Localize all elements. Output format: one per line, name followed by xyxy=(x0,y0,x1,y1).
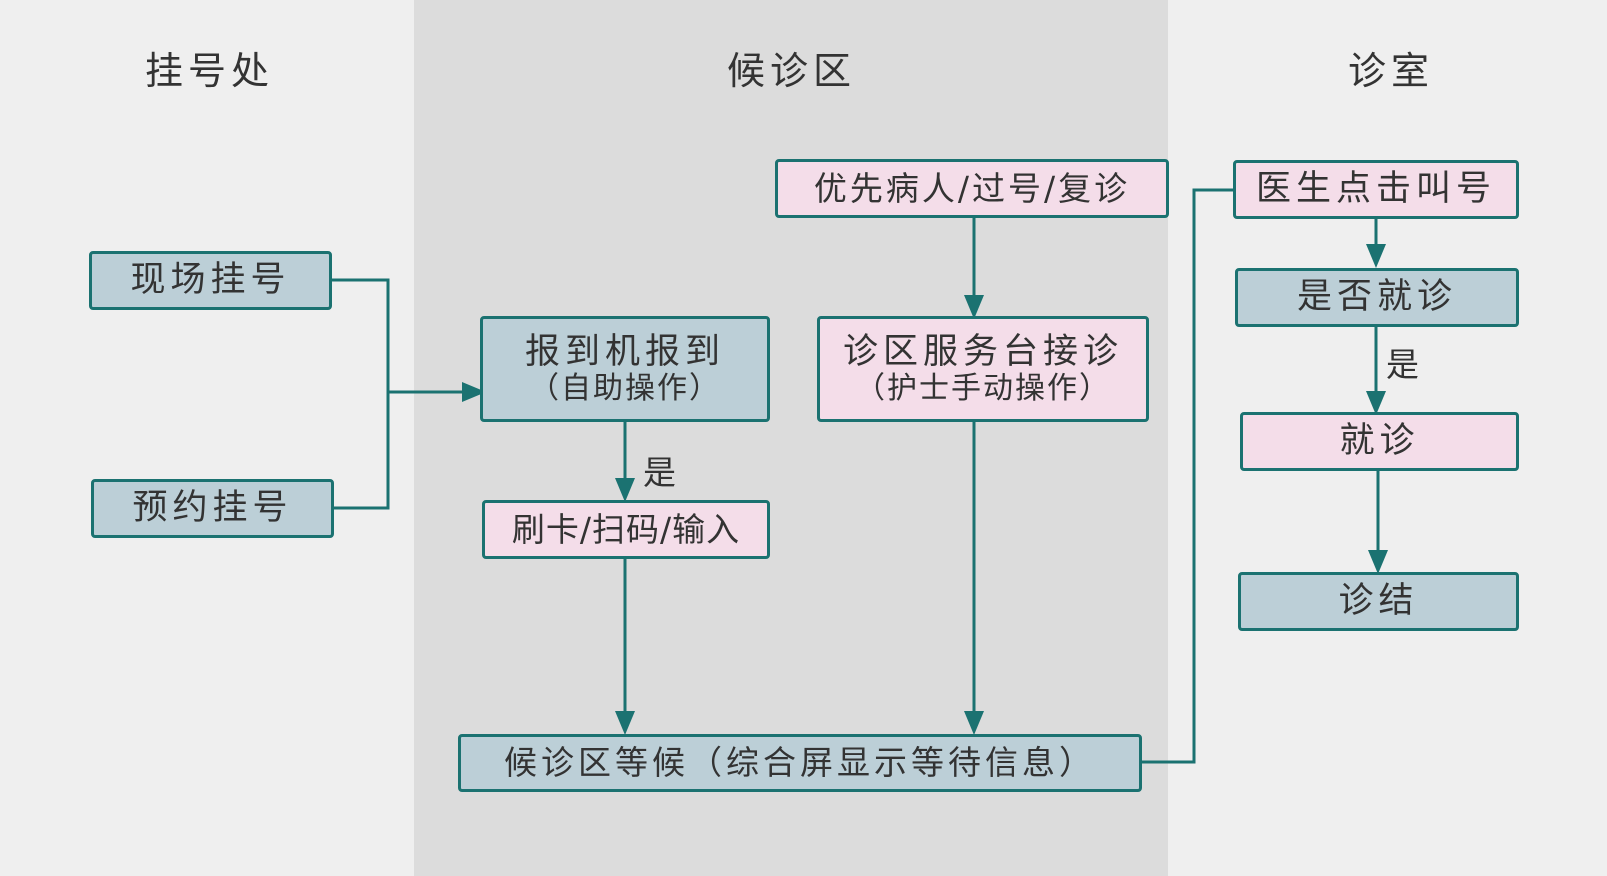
edge-label-yes-checkin: 是 xyxy=(643,453,676,492)
lane-title-registration: 挂号处 xyxy=(145,49,275,93)
node-card-scan-input-label: 刷卡/扫码/输入 xyxy=(511,509,741,549)
node-onsite-registration-label: 现场挂号 xyxy=(130,260,291,301)
node-kiosk-checkin-label: 报到机报到 xyxy=(524,331,725,372)
edge-label-yes-visit: 是 xyxy=(1386,345,1419,384)
lane-title-clinic: 诊室 xyxy=(1348,49,1435,93)
node-visit-end: 诊结 xyxy=(1238,572,1519,631)
registration-lane xyxy=(0,0,414,876)
node-service-desk-checkin-label: 诊区服务台接诊 xyxy=(842,331,1123,372)
node-consultation: 就诊 xyxy=(1240,412,1519,471)
node-visit-decision: 是否就诊 xyxy=(1235,268,1519,327)
node-service-desk-checkin: 诊区服务台接诊 （护士手动操作） xyxy=(817,316,1149,422)
node-visit-decision-label: 是否就诊 xyxy=(1296,277,1457,318)
node-priority-patients-label: 优先病人/过号/复诊 xyxy=(813,168,1131,208)
node-appointment-registration: 预约挂号 xyxy=(91,479,334,538)
node-service-desk-note: （护士手动操作） xyxy=(855,370,1111,406)
lane-title-waiting-area: 候诊区 xyxy=(727,49,857,93)
node-consultation-label: 就诊 xyxy=(1339,421,1420,462)
waiting-area-lane xyxy=(414,0,1168,876)
node-card-scan-input: 刷卡/扫码/输入 xyxy=(482,500,770,559)
node-visit-end-label: 诊结 xyxy=(1338,581,1419,622)
node-kiosk-checkin: 报到机报到 （自助操作） xyxy=(480,316,770,422)
node-onsite-registration: 现场挂号 xyxy=(89,251,332,310)
node-priority-patients: 优先病人/过号/复诊 xyxy=(775,159,1169,218)
node-waiting: 候诊区等候（综合屏显示等待信息） xyxy=(458,734,1142,792)
node-doctor-calls-label: 医生点击叫号 xyxy=(1255,169,1496,210)
node-waiting-label: 候诊区等候（综合屏显示等待信息） xyxy=(504,743,1096,783)
node-doctor-calls: 医生点击叫号 xyxy=(1233,160,1519,219)
node-kiosk-checkin-note: （自助操作） xyxy=(529,370,721,406)
node-appointment-registration-label: 预约挂号 xyxy=(132,488,293,529)
